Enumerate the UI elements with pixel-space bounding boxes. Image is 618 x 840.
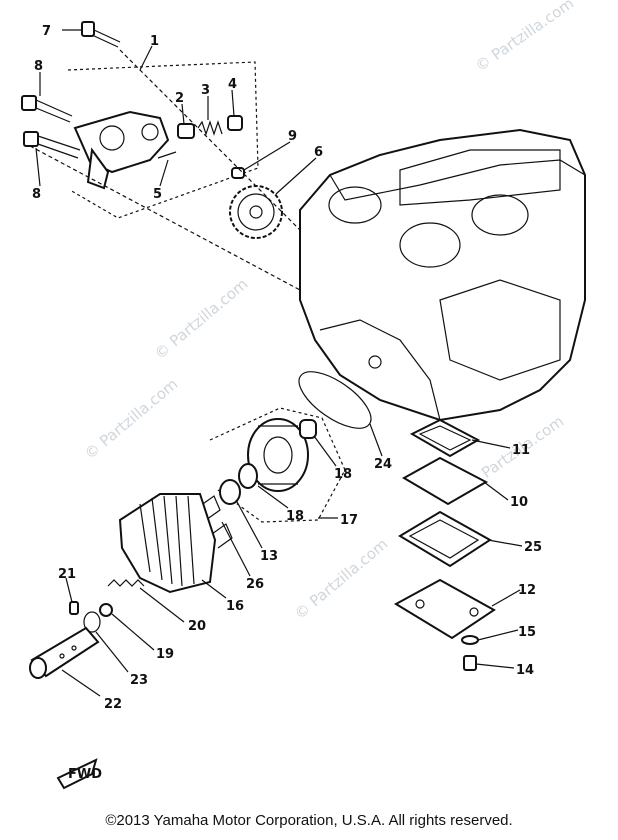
callout-18-upper: 18 [334,467,352,482]
callout-21: 21 [58,567,76,582]
callout-23: 23 [130,673,148,688]
callout-2: 2 [175,91,184,106]
callout-16: 16 [226,599,244,614]
callout-6: 6 [314,145,323,160]
cover-12 [393,578,496,640]
bolt-8-top [21,95,73,123]
callout-3: 3 [201,83,210,98]
bolt-8-bottom [23,131,81,159]
callout-1: 1 [150,34,159,49]
copyright-notice: ©2013 Yamaha Motor Corporation, U.S.A. A… [105,812,513,829]
callout-12: 12 [518,583,536,598]
oil-filter-seal-18a [299,419,317,439]
watermark-mid-center: © Partzilla.com [151,275,251,363]
callout-20: 20 [188,619,206,634]
crankcase [29,49,586,422]
watermark-lower: © Partzilla.com [291,535,391,623]
pin-21 [69,601,79,615]
oil-filter-group [209,407,346,523]
bolt-7 [81,21,121,48]
cover-10 [401,456,489,506]
callout-8-bottom: 8 [32,187,41,202]
fwd-arrow-icon: FWD [56,758,102,790]
callout-8-top: 8 [34,59,43,74]
callout-14: 14 [516,663,534,678]
watermark-mid-left: © Partzilla.com [81,375,181,463]
o-ring-23 [83,611,101,633]
callout-10: 10 [510,495,528,510]
washer-25 [219,479,241,505]
callout-4: 4 [228,77,237,92]
callout-labels: 7 1 8 2 3 4 9 6 8 5 24 11 18 10 17 18 25… [32,24,542,712]
callout-9: 9 [288,129,297,144]
leader-lines [35,29,523,697]
callout-25: 13 [260,549,278,564]
gasket-11 [409,418,481,458]
oil-filter-element [247,418,309,492]
pin-9 [231,167,245,179]
filter-cover-16 [118,493,217,594]
bypass-valve-22 [29,626,100,679]
callout-11: 11 [512,443,530,458]
callout-17: 17 [340,513,358,528]
watermark-top-right: © Partzilla.com [472,0,577,75]
spring-20 [107,579,145,587]
callout-18-lower: 18 [286,509,304,524]
fwd-label: FWD [68,767,102,782]
ball-19 [99,603,113,617]
callout-26: 26 [246,577,264,592]
spring-3 [197,120,223,136]
callout-13: 25 [524,540,542,555]
o-ring-24 [298,371,372,429]
washer-15 [461,635,479,645]
cap-4 [227,115,243,131]
plunger-2 [177,123,195,139]
callout-24: 24 [374,457,392,472]
callout-22: 22 [104,697,122,712]
callout-15: 15 [518,625,536,640]
oil-filter-seal-18b [238,463,258,489]
oil-pump-body [73,110,170,174]
callout-7: 7 [42,24,51,39]
sprocket-6 [229,185,283,239]
oil-pump-group [21,21,259,219]
bolt-14 [463,655,477,671]
callout-5: 5 [153,187,162,202]
callout-19: 19 [156,647,174,662]
